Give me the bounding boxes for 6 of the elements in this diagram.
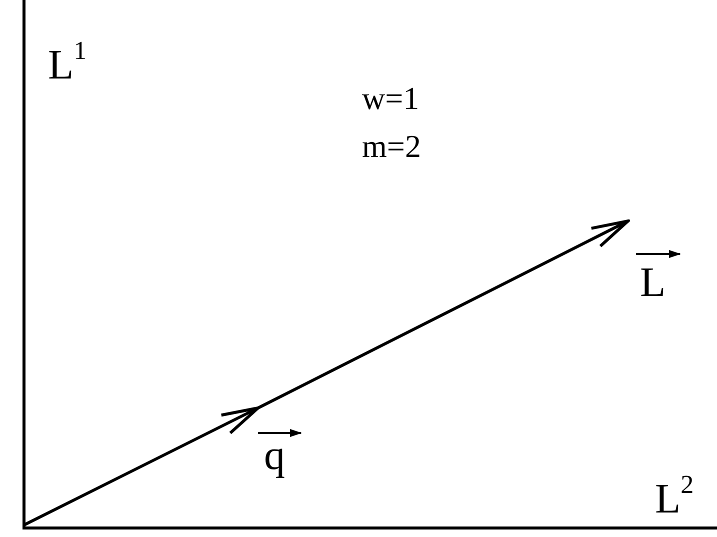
parameter-label: m=2 — [362, 130, 421, 162]
vector-label: q — [264, 435, 285, 477]
parameter-label: w=1 — [362, 82, 420, 114]
axis-label: L$^{2}$ — [655, 472, 694, 521]
vector-label: L — [640, 262, 666, 304]
axis-label: L$^{1}$ — [48, 38, 87, 87]
